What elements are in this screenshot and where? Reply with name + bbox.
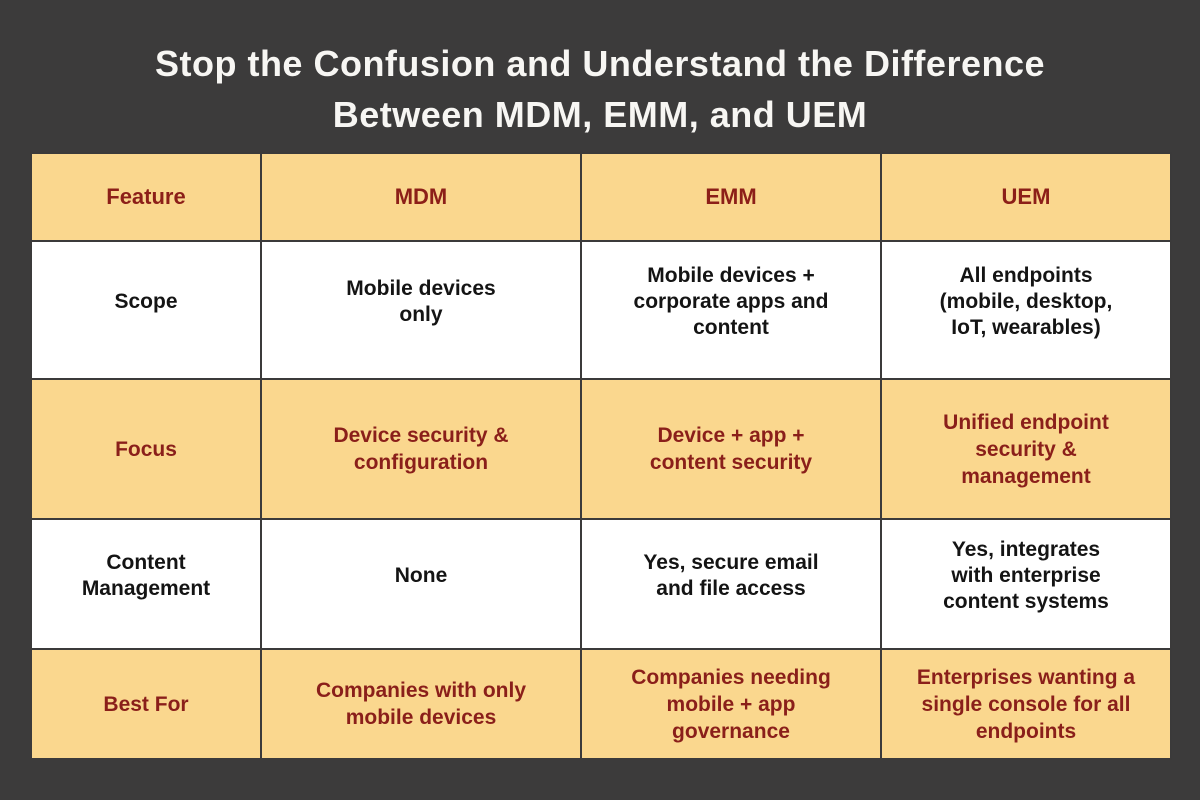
cell-content-management-uem: Yes, integrates with enterprise content … bbox=[880, 518, 1172, 650]
cell-best-for-emm: Companies needing mobile + app governanc… bbox=[580, 648, 882, 760]
row-label-best-for: Best For bbox=[30, 648, 262, 760]
comparison-table: Feature MDM EMM UEM Scope Mobile devices… bbox=[30, 152, 1172, 760]
header-cell-emm: EMM bbox=[580, 152, 882, 242]
cell-best-for-mdm: Companies with only mobile devices bbox=[260, 648, 582, 760]
table-row-content-management: Content Management None Yes, secure emai… bbox=[30, 518, 1172, 650]
cell-focus-emm: Device + app + content security bbox=[580, 378, 882, 520]
cell-scope-emm: Mobile devices + corporate apps and cont… bbox=[580, 240, 882, 380]
header-cell-feature: Feature bbox=[30, 152, 262, 242]
header-cell-uem: UEM bbox=[880, 152, 1172, 242]
table-row-best-for: Best For Companies with only mobile devi… bbox=[30, 648, 1172, 760]
row-label-scope: Scope bbox=[30, 240, 262, 380]
cell-content-management-emm: Yes, secure email and file access bbox=[580, 518, 882, 650]
cell-scope-uem: All endpoints (mobile, desktop, IoT, wea… bbox=[880, 240, 1172, 380]
cell-best-for-uem: Enterprises wanting a single console for… bbox=[880, 648, 1172, 760]
table-row-scope: Scope Mobile devices only Mobile devices… bbox=[30, 240, 1172, 380]
page-title: Stop the Confusion and Understand the Di… bbox=[0, 38, 1200, 140]
cell-focus-uem: Unified endpoint security & management bbox=[880, 378, 1172, 520]
cell-focus-mdm: Device security & configuration bbox=[260, 378, 582, 520]
row-label-content-management: Content Management bbox=[30, 518, 262, 650]
cell-content-management-mdm: None bbox=[260, 518, 582, 650]
table-row-focus: Focus Device security & configuration De… bbox=[30, 378, 1172, 520]
row-label-focus: Focus bbox=[30, 378, 262, 520]
cell-scope-mdm: Mobile devices only bbox=[260, 240, 582, 380]
header-cell-mdm: MDM bbox=[260, 152, 582, 242]
table-header-row: Feature MDM EMM UEM bbox=[30, 152, 1172, 242]
page-title-line-2: Between MDM, EMM, and UEM bbox=[332, 94, 868, 135]
page-title-line-1: Stop the Confusion and Understand the Di… bbox=[154, 43, 1046, 84]
